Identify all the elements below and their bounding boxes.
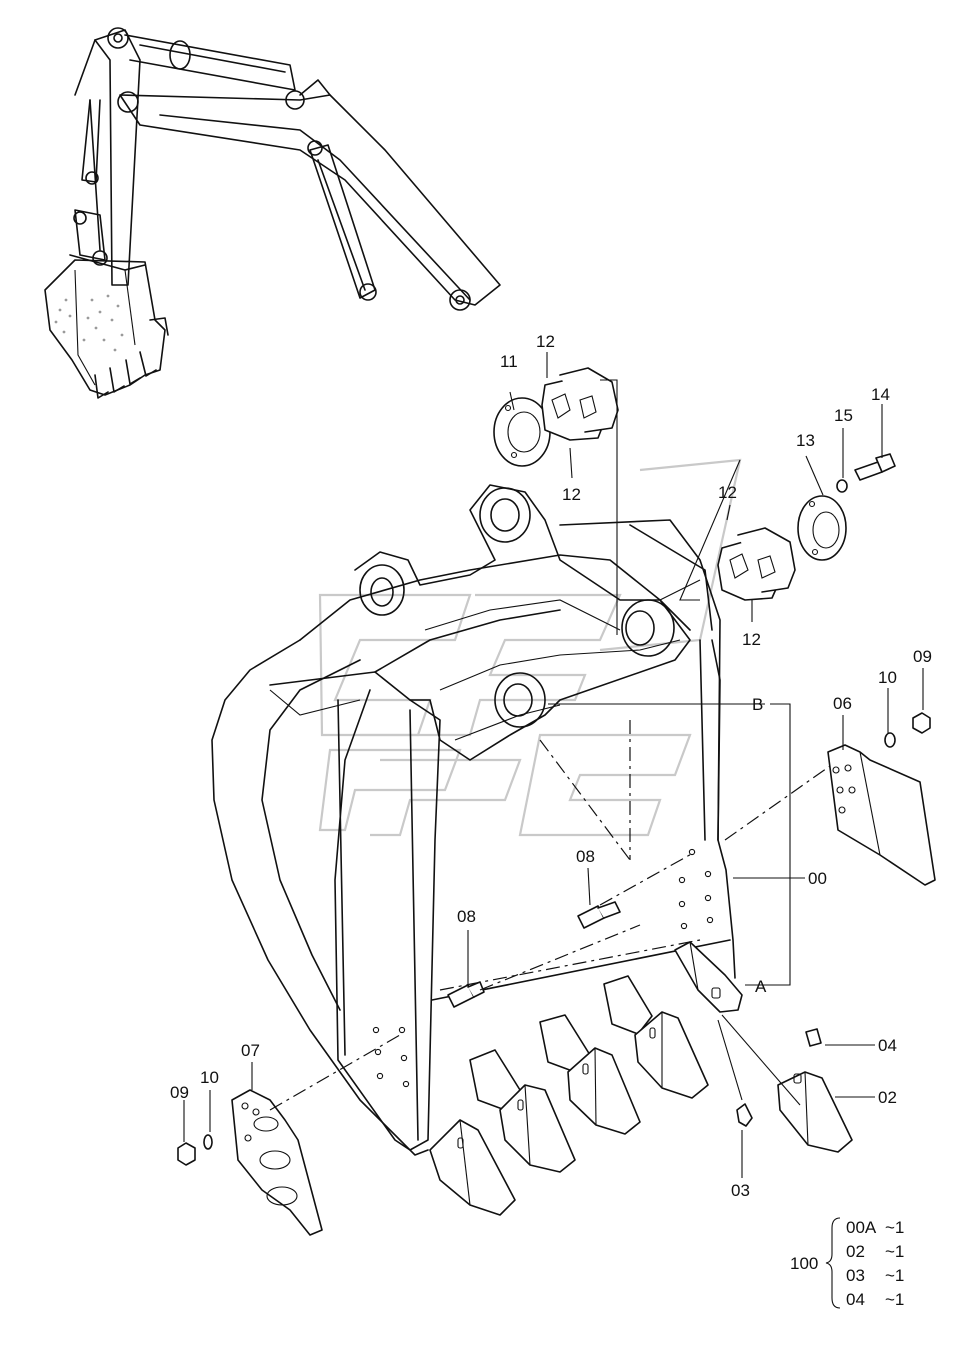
label-12-mid: 12 [562, 485, 581, 504]
bolt-holes-right [678, 848, 714, 930]
label-09-right: 09 [913, 647, 932, 666]
assembly-row: 00A ~1 [846, 1218, 904, 1237]
assembly-number: 100 [790, 1254, 818, 1273]
label-10-right: 10 [878, 668, 897, 687]
assembly-part: 03 [846, 1266, 865, 1285]
label-04: 04 [878, 1036, 897, 1055]
label-12-right-bottom: 12 [742, 630, 761, 649]
label-12-top: 12 [536, 332, 555, 351]
assembly-qty: ~1 [885, 1290, 904, 1309]
assembly-qty: ~1 [885, 1266, 904, 1285]
label-03: 03 [731, 1181, 750, 1200]
assembly-qty: ~1 [885, 1218, 904, 1237]
label-06: 06 [833, 694, 852, 713]
label-14: 14 [871, 385, 890, 404]
label-02: 02 [878, 1088, 897, 1107]
bucket-teeth [429, 941, 853, 1216]
label-09-left: 09 [170, 1083, 189, 1102]
leader-lines [183, 352, 924, 1178]
side-cutter-left [231, 1089, 323, 1236]
label-A: A [755, 977, 767, 996]
label-10-left: 10 [200, 1068, 219, 1087]
assembly-row: 02 ~1 [846, 1242, 904, 1261]
bucket-speckle [54, 294, 124, 352]
assembly-row: 04 ~1 [846, 1290, 904, 1309]
excavator-arm-overview [44, 27, 501, 399]
label-12-right-top: 12 [718, 483, 737, 502]
pin-parts [177, 367, 931, 1166]
label-B: B [752, 695, 763, 714]
assembly-part: 02 [846, 1242, 865, 1261]
label-11: 11 [500, 352, 518, 371]
part-labels: 11 12 12 12 12 13 15 14 09 10 06 B 00 08… [170, 332, 932, 1200]
assembly-part: 04 [846, 1290, 865, 1309]
label-08-right: 08 [576, 847, 595, 866]
label-07: 07 [241, 1041, 260, 1060]
side-cutter-right [827, 744, 936, 886]
bucket-body [211, 484, 736, 1156]
bolt-holes-left [372, 1026, 410, 1088]
label-08-left: 08 [457, 907, 476, 926]
assembly-callout: 100 00A ~1 02 ~1 03 ~1 04 ~1 [790, 1217, 904, 1309]
label-00: 00 [808, 869, 827, 888]
label-15: 15 [834, 406, 853, 425]
assembly-part: 00A [846, 1218, 877, 1237]
assembly-row: 03 ~1 [846, 1266, 904, 1285]
label-13: 13 [796, 431, 815, 450]
assembly-qty: ~1 [885, 1242, 904, 1261]
